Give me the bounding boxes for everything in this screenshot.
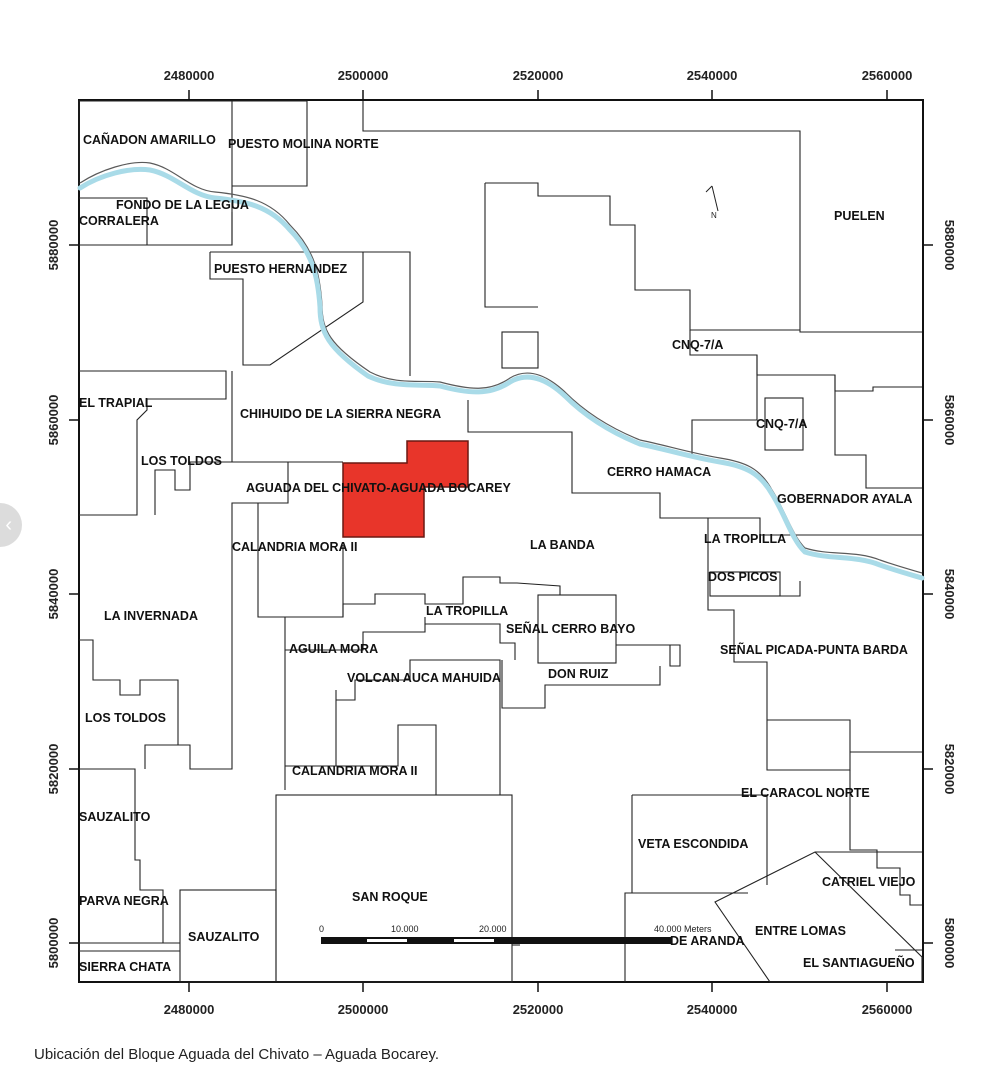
y-tick-right: 5880000	[942, 220, 957, 271]
block-label: EL TRAPIAL	[79, 396, 153, 410]
x-tick-top: 2540000	[687, 68, 738, 83]
block-label: CALANDRIA MORA II	[292, 764, 417, 778]
block-label: VOLCAN AUCA MAHUIDA	[347, 671, 501, 685]
block-label: AGUADA DEL CHIVATO-AGUADA BOCAREY	[246, 481, 511, 495]
y-tick-left: 5820000	[46, 744, 61, 795]
block-label: CHIHUIDO DE LA SIERRA NEGRA	[240, 407, 441, 421]
block-label: GOBERNADOR AYALA	[777, 492, 912, 506]
block-label: LA TROPILLA	[426, 604, 508, 618]
scale-bar: 0 10.000 20.000 40.000 Meters	[319, 924, 712, 944]
block-label: SIERRA CHATA	[79, 960, 171, 974]
y-tick-right: 5860000	[942, 395, 957, 446]
map-caption: Ubicación del Bloque Aguada del Chivato …	[34, 1046, 440, 1063]
x-tick-bottom: 2500000	[338, 1002, 389, 1017]
scale-label: 10.000	[391, 924, 419, 934]
x-tick-top: 2560000	[862, 68, 913, 83]
y-tick-left: 5860000	[46, 395, 61, 446]
x-tick-bottom: 2560000	[862, 1002, 913, 1017]
block-label: LOS TOLDOS	[85, 711, 166, 725]
block-label: PUELEN	[834, 209, 885, 223]
block-label: LA BANDA	[530, 538, 595, 552]
block-label: CAÑADON AMARILLO	[83, 132, 216, 147]
map-frame	[78, 99, 924, 983]
block-label: CALANDRIA MORA II	[232, 540, 357, 554]
block-label: EL SANTIAGUEÑO	[803, 955, 915, 970]
block-label: ENTRE LOMAS	[755, 924, 846, 938]
block-label: CNQ-7/A	[672, 338, 723, 352]
block-boundaries	[78, 100, 923, 983]
block-label: SAUZALITO	[188, 930, 260, 944]
block-label: SAN ROQUE	[352, 890, 428, 904]
block-label: AGUILA MORA	[289, 642, 378, 656]
north-arrow-label: N	[711, 211, 717, 220]
block-label: DON RUIZ	[548, 667, 609, 681]
y-tick-right: 5800000	[942, 918, 957, 969]
highlighted-block-aguada-chivato[interactable]	[342, 440, 469, 538]
block-label: CATRIEL VIEJO	[822, 875, 916, 889]
y-tick-right: 5840000	[942, 569, 957, 620]
y-tick-right: 5820000	[942, 744, 957, 795]
block-label: PUESTO HERNANDEZ	[214, 262, 347, 276]
block-label: DOS PICOS	[708, 570, 777, 584]
block-label: PUESTO MOLINA NORTE	[228, 137, 379, 151]
block-label: CNQ-7/A	[756, 417, 807, 431]
block-label: VETA ESCONDIDA	[638, 837, 748, 851]
x-tick-top: 2520000	[513, 68, 564, 83]
y-tick-left: 5800000	[46, 918, 61, 969]
block-label: DE ARANDA	[670, 934, 745, 948]
x-tick-bottom: 2480000	[164, 1002, 215, 1017]
x-tick-bottom: 2520000	[513, 1002, 564, 1017]
north-arrow-icon: N	[705, 185, 719, 220]
tick-marks	[69, 90, 933, 992]
x-tick-bottom: 2540000	[687, 1002, 738, 1017]
block-label: CERRO HAMACA	[607, 465, 711, 479]
block-label: PARVA NEGRA	[79, 894, 169, 908]
block-label: SEÑAL PICADA-PUNTA BARDA	[720, 642, 908, 657]
block-label: LA TROPILLA	[704, 532, 786, 546]
x-tick-top: 2500000	[338, 68, 389, 83]
river	[77, 161, 925, 581]
y-tick-left: 5840000	[46, 569, 61, 620]
scale-label: 40.000 Meters	[654, 924, 712, 934]
block-label: LOS TOLDOS	[141, 454, 222, 468]
concession-map: 2480000 2500000 2520000 2540000 2560000 …	[46, 68, 957, 1017]
block-label: SAUZALITO	[79, 810, 151, 824]
x-tick-top: 2480000	[164, 68, 215, 83]
chevron-left-icon[interactable]: ‹	[0, 503, 22, 547]
block-label: CORRALERA	[79, 214, 159, 228]
block-label: SEÑAL CERRO BAYO	[506, 621, 635, 636]
block-label: LA INVERNADA	[104, 609, 198, 623]
y-tick-left: 5880000	[46, 220, 61, 271]
scale-label: 0	[319, 924, 324, 934]
block-label: EL CARACOL NORTE	[741, 786, 870, 800]
scale-label: 20.000	[479, 924, 507, 934]
block-label: FONDO DE LA LEGUA	[116, 198, 249, 212]
